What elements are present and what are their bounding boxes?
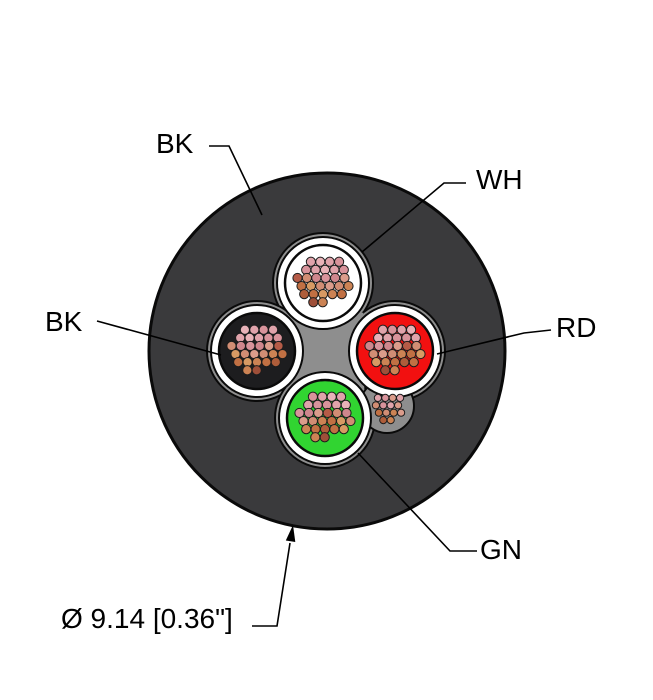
- drain-strand: [389, 408, 398, 417]
- copper-strand: [310, 432, 321, 443]
- copper-strand: [268, 324, 279, 335]
- red-leader-line: [436, 329, 552, 355]
- drain-strand: [381, 393, 390, 402]
- jacket-color-label: BK: [156, 128, 194, 159]
- copper-strand: [343, 280, 354, 292]
- copper-strand: [406, 324, 417, 335]
- copper-strand: [380, 365, 391, 376]
- copper-strand: [339, 272, 350, 284]
- copper-strand: [345, 415, 356, 427]
- copper-strand: [327, 289, 338, 300]
- green-core-label: GN: [480, 534, 522, 565]
- diameter-label: Ø 9.14 [0.36"]: [61, 603, 233, 634]
- copper-strand: [299, 289, 310, 300]
- copper-strand: [338, 424, 349, 435]
- copper-strand: [389, 365, 400, 376]
- white-leader-line: [361, 182, 466, 253]
- drain-strand: [382, 408, 391, 417]
- diameter-arrowhead: [285, 525, 296, 542]
- black-core-label: BK: [45, 306, 83, 337]
- drain-strand: [374, 408, 383, 417]
- diameter-leader-line: [252, 542, 291, 627]
- green-leader-line: [357, 452, 477, 552]
- copper-strand: [371, 357, 382, 368]
- copper-strand: [329, 424, 340, 435]
- copper-strand: [319, 432, 330, 443]
- black-leader-line: [96, 320, 222, 356]
- copper-strand: [273, 340, 284, 352]
- copper-strand: [341, 407, 352, 419]
- copper-strand: [270, 357, 281, 368]
- white-core-label: WH: [476, 164, 523, 195]
- copper-strand: [277, 348, 288, 360]
- copper-strand: [308, 297, 319, 308]
- drain-strand: [397, 408, 406, 417]
- copper-strand: [336, 289, 347, 300]
- filler-center: [285, 312, 365, 389]
- copper-strand: [334, 256, 345, 267]
- copper-strand: [411, 340, 422, 352]
- drain-strand: [373, 393, 382, 402]
- drain-strand: [396, 393, 405, 402]
- copper-strand: [242, 365, 253, 376]
- copper-strand: [336, 391, 347, 402]
- drain-strand: [386, 416, 395, 425]
- drain-strand: [379, 401, 388, 410]
- drain-strand: [388, 393, 397, 402]
- jacket-leader-line: [209, 145, 263, 216]
- copper-strand: [408, 357, 419, 368]
- copper-strand: [415, 348, 426, 360]
- copper-strand: [261, 357, 272, 368]
- copper-strand: [301, 424, 312, 435]
- copper-strand: [233, 357, 244, 368]
- drain-strand: [379, 416, 388, 425]
- copper-strand: [399, 357, 410, 368]
- drain-strand: [371, 401, 380, 410]
- copper-strand: [251, 365, 262, 376]
- red-core-label: RD: [556, 312, 597, 343]
- drain-strand: [394, 401, 403, 410]
- copper-strand: [317, 297, 328, 308]
- drain-strand: [386, 401, 395, 410]
